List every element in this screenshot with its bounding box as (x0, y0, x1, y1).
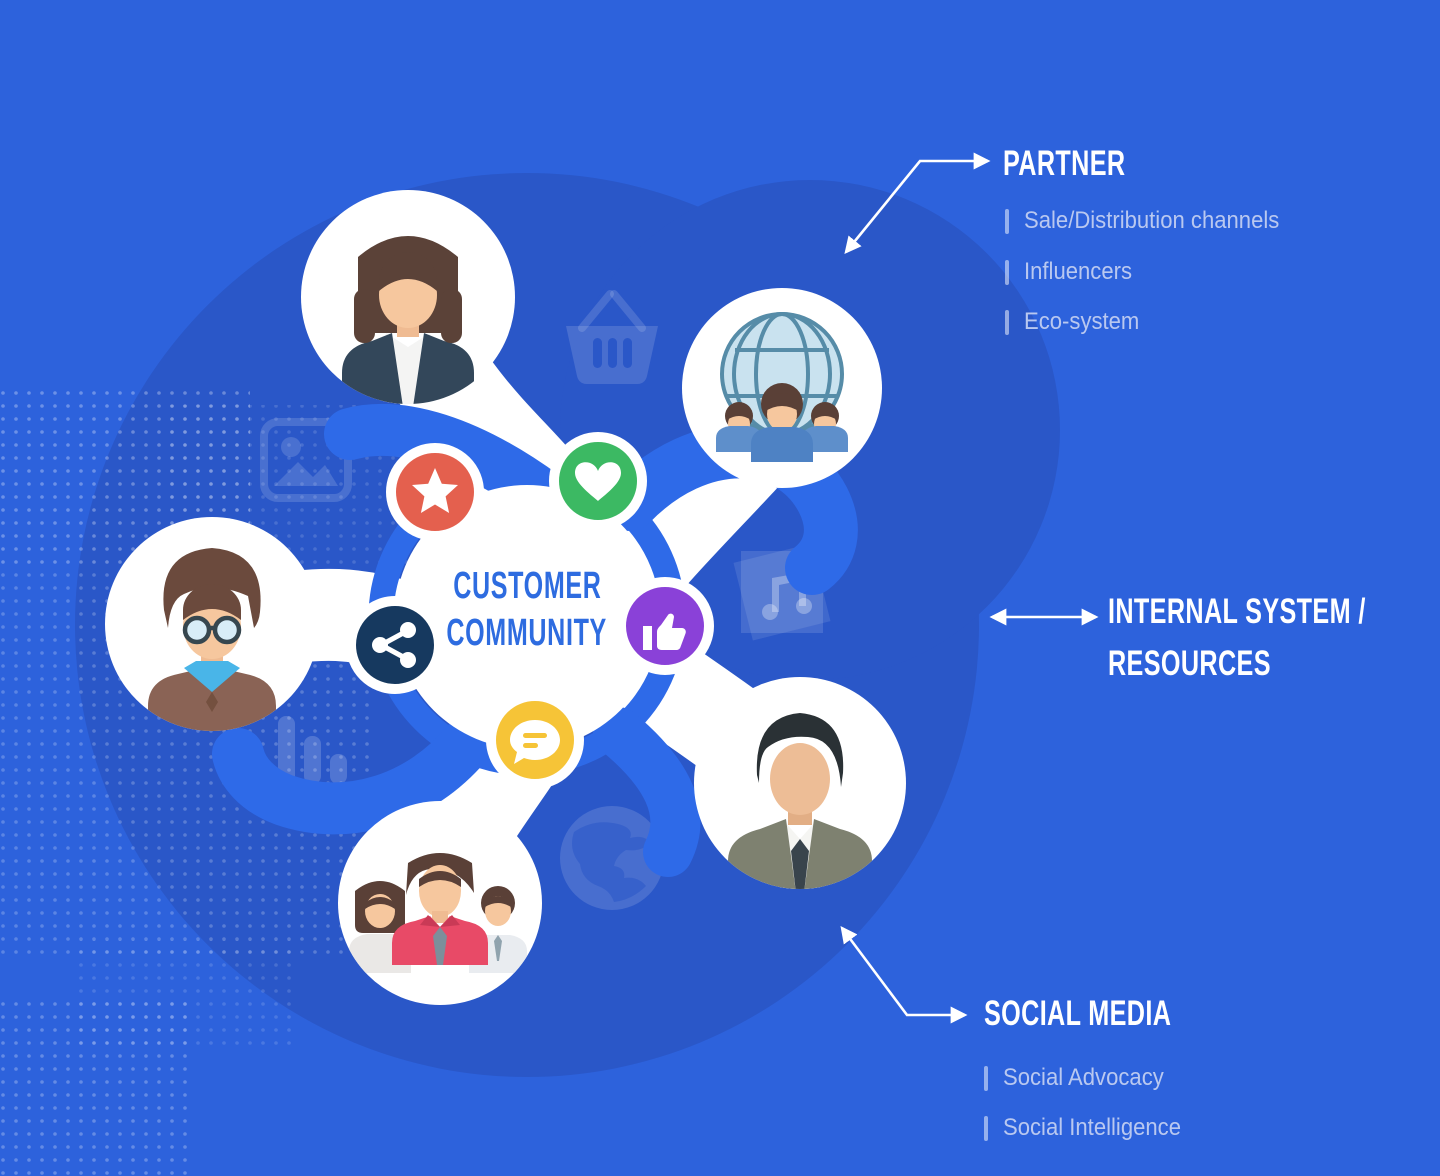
customer-family-group-avatar (349, 853, 527, 973)
social-media-arrow (840, 925, 968, 1024)
heart-icon (549, 432, 647, 530)
globe-icon (560, 806, 664, 910)
share-icon (346, 596, 444, 694)
chat-icon (486, 691, 584, 789)
hub-icon-circles (346, 432, 714, 789)
partner-arrow (844, 152, 991, 254)
star-icon (386, 443, 484, 541)
thumbs-up-icon (616, 577, 714, 675)
annotation-arrows (840, 152, 1099, 1024)
businesswoman-avatar (342, 236, 474, 404)
man-with-glasses-avatar (148, 548, 276, 731)
shopping-basket-icon (566, 290, 658, 384)
hub-center (395, 485, 659, 749)
global-partner-team-avatar (716, 312, 848, 462)
